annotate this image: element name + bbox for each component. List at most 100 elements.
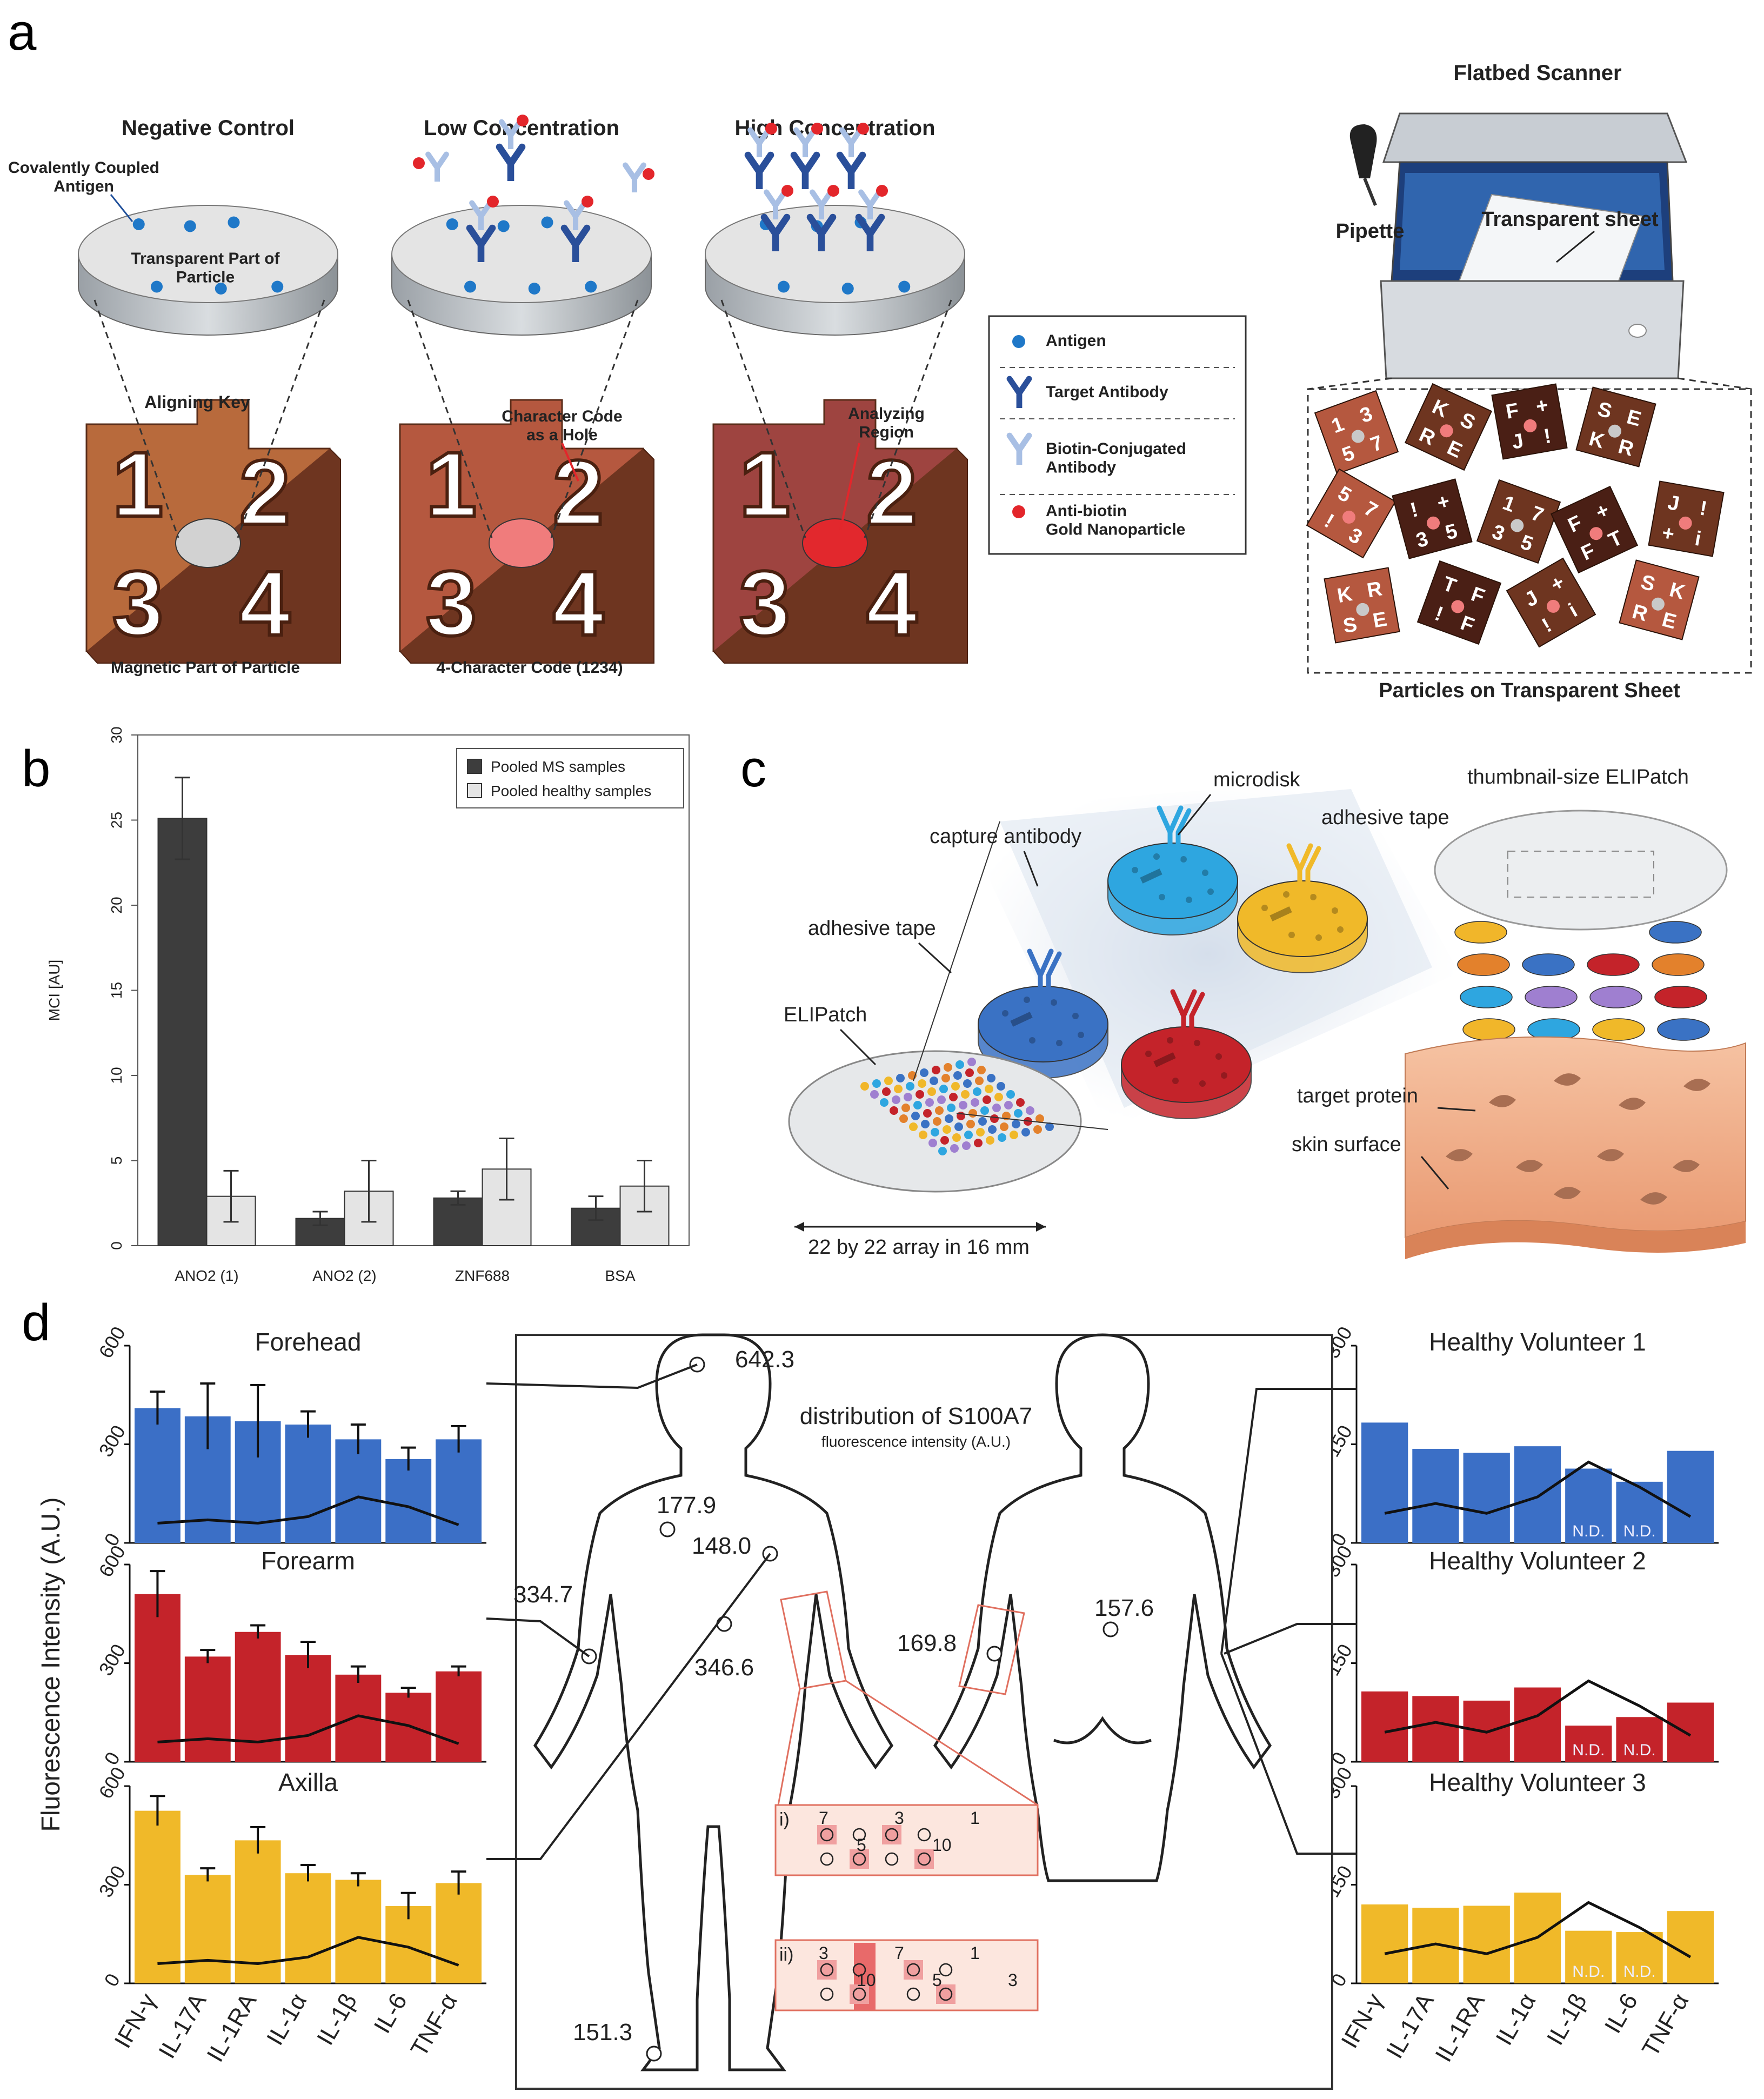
microdisk-array-dot xyxy=(967,1058,976,1066)
capture-antibody-icon xyxy=(1157,805,1192,862)
inset-site xyxy=(852,1963,866,1977)
inset-site xyxy=(852,1987,866,2001)
code-digit: 1 xyxy=(426,433,477,536)
x-tick-label: IL-1β xyxy=(312,1989,362,2050)
microdisk xyxy=(1107,843,1238,919)
gold-nanoparticle xyxy=(781,185,793,197)
patch-microdisk xyxy=(1654,986,1707,1008)
patch-microdisk xyxy=(1589,986,1642,1008)
target-protein-spot xyxy=(1683,1079,1710,1091)
microdisk-array-dot xyxy=(986,1136,994,1145)
bar xyxy=(1616,1481,1663,1543)
label-thumbnail: thumbnail-size ELIPatch xyxy=(1467,766,1689,788)
target-antibody-icon xyxy=(840,155,863,189)
legend-label: Pooled healthy samples xyxy=(491,783,651,799)
microdisk-array-dot xyxy=(918,1079,926,1088)
y-tick-label: 600 xyxy=(94,1763,130,1802)
bar xyxy=(385,1693,432,1762)
microdisk-hole xyxy=(1186,897,1192,903)
x-tick-label: IL-1α xyxy=(1491,1989,1541,2050)
bar xyxy=(285,1655,331,1762)
microdisk-array-dot xyxy=(1010,1131,1018,1139)
bar xyxy=(1412,1696,1459,1762)
antigen-dot xyxy=(541,216,553,229)
microdisk-array-dot xyxy=(952,1133,961,1142)
particle-hole xyxy=(1589,527,1603,540)
disk-top xyxy=(78,205,338,303)
bar xyxy=(436,1439,482,1543)
microdisk-array-dot xyxy=(980,1106,989,1115)
callout-code4: 4-Character Code (1234) xyxy=(436,659,623,677)
trend-line xyxy=(1384,1460,1692,1518)
bar xyxy=(1361,1422,1408,1543)
column-title: Negative Control xyxy=(122,116,295,140)
inset-site xyxy=(820,1963,834,1977)
thumbnail-patch xyxy=(1434,810,1728,931)
antigen-dot xyxy=(228,216,240,229)
panel-label-a: a xyxy=(8,3,37,61)
body-map-title: distribution of S100A7 xyxy=(800,1403,1033,1429)
capture-antibody-icon xyxy=(1286,843,1321,900)
antigen-dot xyxy=(497,220,510,232)
microdisk-array-dot xyxy=(882,1087,891,1096)
x-tick-label: IL-1α xyxy=(262,1989,312,2050)
microdisk-array-dot xyxy=(964,1131,973,1139)
microdisk-array-dot xyxy=(953,1071,962,1080)
particle-hole xyxy=(1524,419,1537,432)
bar xyxy=(285,1873,331,1983)
bar xyxy=(285,1425,331,1543)
connector-hv1 xyxy=(1220,1388,1357,1654)
particle-hole xyxy=(1451,600,1465,613)
microdisk-array-dot xyxy=(884,1077,893,1085)
mini-chart-title: Forehead xyxy=(255,1328,362,1356)
gold-nanoparticle xyxy=(643,168,654,180)
target-antibody-icon xyxy=(794,155,817,189)
inset-hot-spot xyxy=(817,1960,837,1980)
patch-microdisk xyxy=(1652,953,1705,976)
label-elipatch: ELIPatch xyxy=(784,1004,867,1026)
mini-chart-title: Healthy Volunteer 1 xyxy=(1429,1328,1646,1356)
bar xyxy=(1667,1450,1714,1543)
bar xyxy=(1412,1449,1459,1543)
bar xyxy=(184,1875,231,1983)
connector-axilla xyxy=(486,1553,771,1860)
biotin-antibody-icon xyxy=(625,165,644,192)
y-tick-label: 300 xyxy=(94,1421,130,1461)
particle: J+!i xyxy=(1506,557,1596,648)
measurement-site xyxy=(646,2045,662,2062)
bar xyxy=(335,1880,382,1983)
microdisk-array-dot xyxy=(919,1131,927,1139)
microdisk-array-dot xyxy=(973,1087,981,1096)
microdisk-array-dot xyxy=(935,1106,944,1115)
microdisk-hole xyxy=(1180,856,1187,863)
inset-site xyxy=(885,1828,899,1842)
microdisk-hole xyxy=(1315,934,1322,941)
label-capture-antibody: capture antibody xyxy=(930,825,1081,848)
x-tick-label: IL-1RA xyxy=(202,1989,262,2067)
inset-site xyxy=(917,1852,931,1866)
microdisk-array-dot xyxy=(945,1114,953,1123)
microdisk-hole xyxy=(1172,1078,1179,1084)
bar xyxy=(1565,1468,1612,1543)
microdisk-slot xyxy=(1153,1052,1176,1067)
microdisk xyxy=(978,986,1108,1062)
code-digit: 3 xyxy=(426,552,477,655)
x-tick-label: IL-6 xyxy=(1600,1989,1643,2038)
target-protein-spot xyxy=(1673,1160,1700,1172)
bar xyxy=(1616,1717,1663,1762)
particle-hole xyxy=(1651,597,1665,611)
callout-line xyxy=(839,443,860,530)
microdisk-hole xyxy=(1159,894,1165,900)
microdisk-hole xyxy=(1202,870,1208,876)
microdisk-array-dot xyxy=(1021,1128,1030,1137)
bar xyxy=(135,1408,181,1543)
code-digit: 3 xyxy=(739,552,791,655)
microdisk-array-dot xyxy=(961,1090,970,1099)
microdisk xyxy=(1237,880,1368,957)
connector-hv2 xyxy=(1224,1623,1357,1655)
